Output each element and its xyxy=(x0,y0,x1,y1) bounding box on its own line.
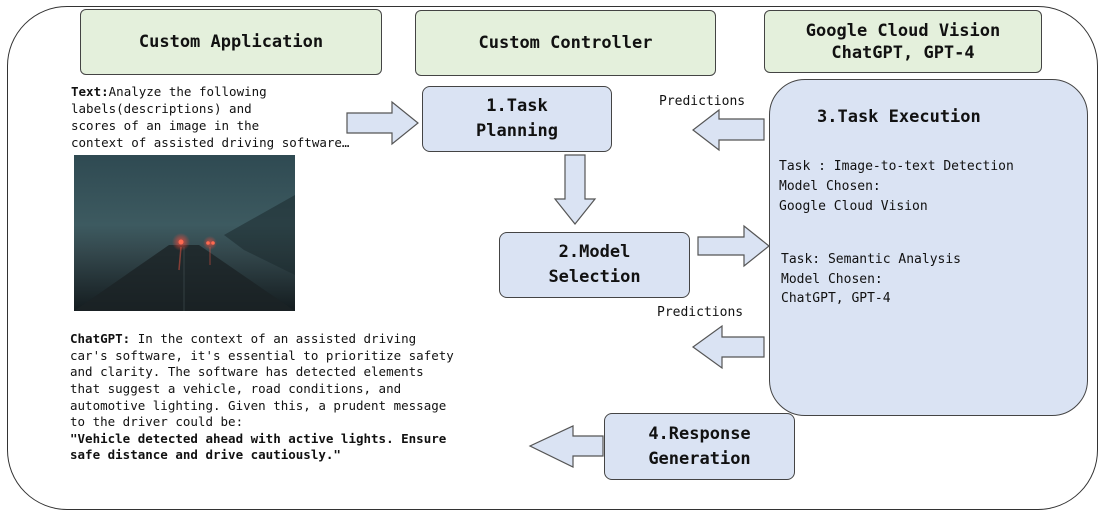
chatgpt-line-5: automotive lighting. Given this, a prude… xyxy=(70,398,447,413)
task-execution-box xyxy=(769,79,1088,416)
arrow-input-to-planning xyxy=(346,100,419,146)
input-text-line1-body: Analyze the following xyxy=(108,84,267,99)
foggy-road-photo xyxy=(74,155,295,311)
arrow-predictions-bottom xyxy=(691,324,765,370)
custom-application-header: Custom Application xyxy=(80,9,382,75)
task1-model: Google Cloud Vision xyxy=(779,199,928,214)
input-text-prefix: Text: xyxy=(71,84,109,99)
chatgpt-line-6: to the driver could be: xyxy=(70,414,244,429)
chatgpt-line1-body: In the context of an assisted driving xyxy=(130,331,417,346)
task2-label: Task: Semantic Analysis xyxy=(781,252,962,267)
chatgpt-quote-1: "Vehicle detected ahead with active ligh… xyxy=(70,431,447,446)
arrow-planning-to-selection xyxy=(553,154,597,225)
arrow-response-to-output xyxy=(528,425,604,468)
task2-model-label: Model Chosen: xyxy=(781,272,883,287)
predictions-label-bottom: Predictions xyxy=(657,305,744,320)
response-generation-box: 4.Response Generation xyxy=(604,413,795,480)
task-execution-title: 3.Task Execution xyxy=(817,107,981,127)
input-text-line-3: scores of an image in the xyxy=(71,118,260,133)
chatgpt-line-3: and clarity. The software has detected e… xyxy=(70,364,424,379)
task1-model-label: Model Chosen: xyxy=(779,179,881,194)
chatgpt-line-2: car's software, it's essential to priori… xyxy=(70,348,454,363)
google-cloud-header: Google Cloud Vision ChatGPT, GPT-4 xyxy=(764,10,1042,73)
task1-label: Task : Image-to-text Detection xyxy=(779,159,1014,174)
arrow-predictions-top xyxy=(692,108,765,152)
arrow-selection-to-execution xyxy=(697,224,770,268)
outer-frame xyxy=(7,6,1098,510)
predictions-label-top: Predictions xyxy=(659,94,746,109)
input-text-line-4: context of assisted driving software… xyxy=(71,135,350,150)
chatgpt-line-4: that suggest a vehicle, road conditions,… xyxy=(70,381,402,396)
chatgpt-quote-2: safe distance and drive cautiously." xyxy=(70,447,341,462)
task2-model: ChatGPT, GPT-4 xyxy=(781,291,891,306)
task-planning-box: 1.Task Planning xyxy=(422,86,612,152)
chatgpt-line-1: ChatGPT: In the context of an assisted d… xyxy=(70,331,416,348)
input-text-line-2: labels(descriptions) and xyxy=(71,101,252,116)
model-selection-box: 2.Model Selection xyxy=(499,232,690,298)
input-text-line-1: Text:Analyze the following xyxy=(71,84,267,101)
custom-controller-header: Custom Controller xyxy=(415,10,716,76)
chatgpt-prefix: ChatGPT: xyxy=(70,331,131,346)
